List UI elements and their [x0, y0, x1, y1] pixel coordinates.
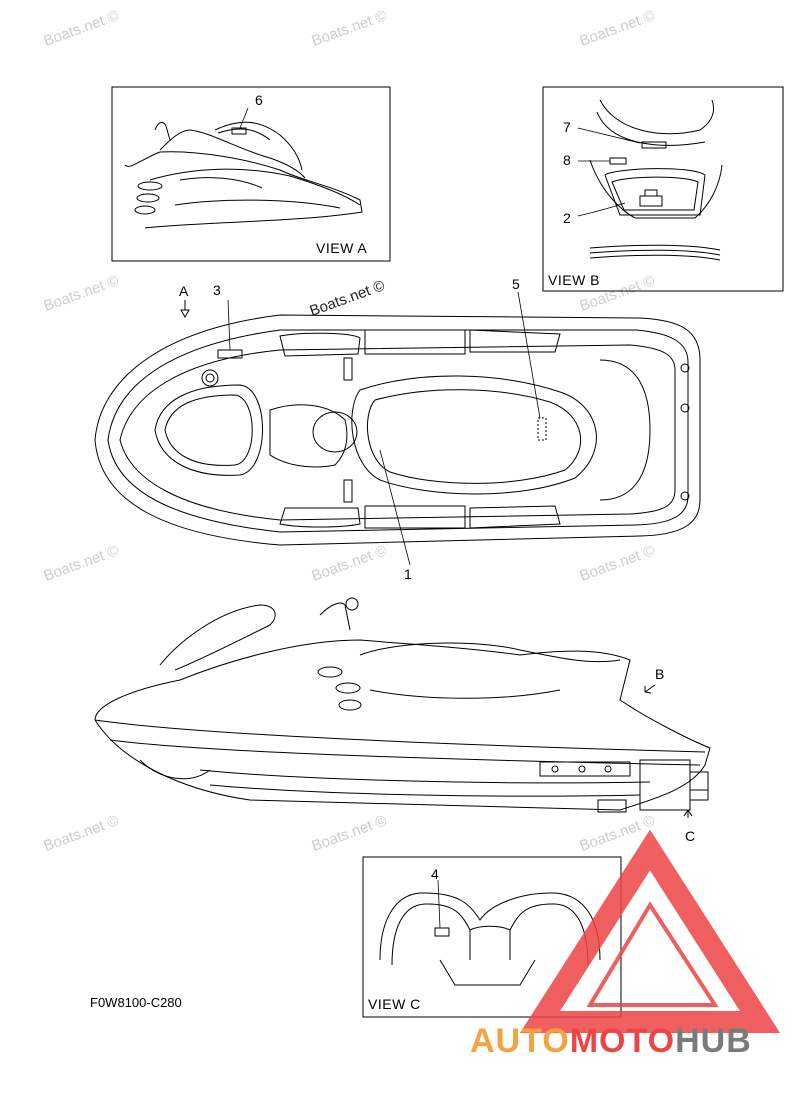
view-b-frame: [542, 86, 784, 292]
view-a-label: VIEW A: [316, 240, 368, 256]
callout-6: 6: [255, 92, 263, 108]
callout-8: 8: [563, 152, 571, 168]
callout-5: 5: [512, 276, 520, 292]
side-view-drawing: [94, 597, 711, 813]
view-b-drawing: [577, 99, 723, 261]
callout-7: 7: [563, 119, 571, 135]
arrow-c-label: C: [685, 828, 696, 844]
callout-4: 4: [431, 866, 439, 882]
automotohub-logo-text: AUTOMOTOHUB: [470, 1022, 752, 1061]
arrow-c-icon: [683, 809, 693, 818]
figure-code: F0W8100-C280: [90, 995, 182, 1010]
logo-hub: HUB: [675, 1022, 752, 1060]
arrow-b-label: B: [655, 666, 665, 682]
view-c-frame: [362, 856, 622, 1018]
callout-2: 2: [563, 210, 571, 226]
view-c-drawing: [379, 879, 601, 986]
logo-moto: MOTO: [569, 1022, 676, 1060]
callout-3: 3: [213, 282, 221, 298]
logo-auto: AUTO: [470, 1022, 570, 1060]
top-view-drawing: [94, 291, 701, 566]
view-a-drawing: [124, 107, 363, 229]
view-c-label: VIEW C: [368, 996, 421, 1012]
automotohub-logo-mark: [519, 829, 781, 1033]
view-b-label: VIEW B: [548, 272, 601, 288]
arrow-a-icon: [180, 300, 190, 319]
view-a-frame: [111, 86, 391, 262]
callout-1: 1: [404, 566, 412, 582]
arrow-b-icon: [644, 684, 656, 694]
arrow-a-label: A: [179, 283, 189, 299]
